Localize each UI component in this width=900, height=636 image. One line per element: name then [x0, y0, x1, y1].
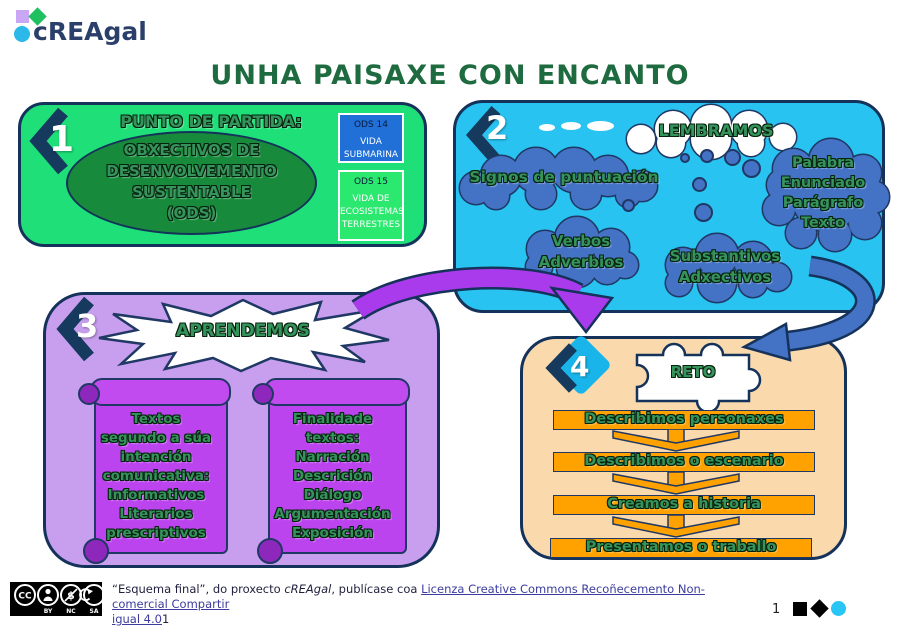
curved-arrow-blue-icon [740, 255, 876, 362]
section-number: 3 [76, 307, 99, 345]
scroll-body [94, 393, 228, 554]
step-arrow-icon [612, 515, 740, 538]
footer-text: “Esquema final”, do proxecto cREAgal, pu… [112, 582, 752, 627]
scroll-curl-icon [257, 538, 283, 564]
section-heading: PUNTO DE PARTIDA: [120, 112, 302, 131]
footer-prefix: “Esquema final”, do proxecto [112, 582, 285, 596]
section-aprendemos: 3 APRENDEMOS Textos segundo a súa intenc… [43, 292, 440, 568]
footer-square-icon [793, 602, 807, 616]
chevron-left-icon [29, 107, 68, 175]
bubble-icon [680, 153, 690, 163]
footer-middle: , publícase coa [331, 582, 422, 596]
thought-dot [587, 121, 614, 131]
svg-text:NC: NC [66, 608, 76, 615]
logo-square-icon [16, 10, 29, 23]
scroll-curl-icon [78, 383, 100, 405]
cc-icon: CC [18, 592, 32, 602]
scroll-left: Textos segundo a súa intención comunicat… [78, 378, 231, 564]
section-number: 4 [570, 350, 590, 383]
cloud-icon [761, 137, 891, 253]
bubble-icon [742, 159, 761, 178]
ods15-title: ODS 15 [353, 177, 389, 187]
ods14-title: ODS 14 [353, 120, 389, 130]
cc-by-icon [45, 588, 51, 595]
scroll-right-text: Finalidade textos: Narración Descrición … [274, 411, 391, 541]
svg-text:SA: SA [90, 608, 99, 615]
step-bar: Describimos o escenario [553, 452, 815, 472]
cloud-icon [625, 103, 798, 161]
section-reto: 4 RETO Describimos personaxes Describimo… [520, 333, 847, 560]
chevron-left-icon [56, 296, 94, 362]
scroll-roll [264, 378, 410, 406]
ods-ellipse-text: OBXECTIVOS DE DESENVOLVEMENTO SUSTENTABL… [106, 141, 277, 222]
section-lembramos: 2 LEMBRAMOS Signos de puntuación Palabra… [453, 100, 891, 313]
scroll-left-text: Textos segundo a súa intención comunicat… [100, 411, 212, 541]
section-heading: APRENDEMOS [176, 321, 310, 341]
logo-circle-icon [14, 26, 30, 42]
svg-text:BY: BY [44, 608, 53, 615]
bubble-icon [692, 177, 707, 192]
logo: cREAgal [0, 0, 200, 60]
chevron-left-icon [466, 106, 501, 164]
starburst-icon [98, 298, 390, 373]
ods-ellipse: OBXECTIVOS DE DESENVOLVEMENTO SUSTENTABL… [66, 131, 317, 235]
thought-dot [539, 124, 555, 131]
ods15-card: ODS 15 VIDA DE ECOSISTEMAS TERRESTRES [338, 170, 404, 241]
footer-suffix: 1 [161, 612, 170, 626]
cloud-signos-label: Signos de puntuación [469, 168, 659, 186]
ods14-card: ODS 14 VIDA SUBMARINA [338, 113, 404, 163]
ods15-body: VIDA DE ECOSISTEMAS TERRESTRES [340, 194, 404, 231]
footer-circle-icon [831, 601, 846, 616]
curved-arrow-purple-icon [351, 266, 615, 335]
step-bar: Creamos a historia [553, 495, 815, 515]
bubble-icon [700, 149, 714, 163]
section-punto-de-partida: 1 PUNTO DE PARTIDA: OBXECTIVOS DE DESENV… [18, 102, 427, 247]
cc-license-badge[interactable]: CC $ BY NC SA [10, 582, 102, 616]
section-number: 1 [49, 119, 75, 160]
section-number: 2 [486, 109, 509, 147]
puzzle-icon [635, 342, 762, 414]
footer-diamond-icon [810, 599, 829, 618]
page-number: 1 [772, 602, 781, 617]
thought-dot [561, 122, 581, 130]
page-title: UNHA PAISAXE CON ENCANTO [210, 60, 690, 91]
license-link[interactable]: Licenza Creative Commons Recoñecemento N… [112, 582, 705, 626]
section-heading: LEMBRAMOS [658, 121, 774, 140]
chevron-left-icon [545, 343, 577, 393]
step-arrow-icon [612, 472, 740, 495]
step-bar: Presentamos o traballo [550, 538, 812, 558]
cloud-palabra-label: Palabra Enunciado Parágrafo Texto [780, 155, 866, 231]
bubble-icon [724, 149, 741, 166]
scroll-right: Finalidade textos: Narración Descrición … [252, 378, 410, 564]
cloud-icon [524, 215, 640, 289]
ods14-body: VIDA SUBMARINA [343, 137, 399, 161]
cloud-verbos-label: Verbos Adverbios [538, 232, 624, 271]
scroll-curl-icon [83, 538, 109, 564]
cloud-substantivos-label: Substantivos Adxectivos [669, 247, 781, 286]
cc-sa-icon [79, 588, 91, 602]
bubble-icon [622, 199, 635, 212]
step-arrow-icon [612, 429, 740, 452]
cloud-icon [664, 232, 793, 304]
section-heading: RETO [670, 363, 716, 381]
cloud-icon [458, 146, 659, 211]
scroll-curl-icon [252, 383, 274, 405]
footer-brand: cREAgal [284, 582, 332, 596]
logo-text: cREAgal [33, 17, 147, 46]
step-bar: Describimos personaxes [553, 410, 815, 430]
scroll-body [268, 393, 407, 554]
scroll-roll [90, 378, 231, 406]
bubble-icon [694, 203, 713, 222]
